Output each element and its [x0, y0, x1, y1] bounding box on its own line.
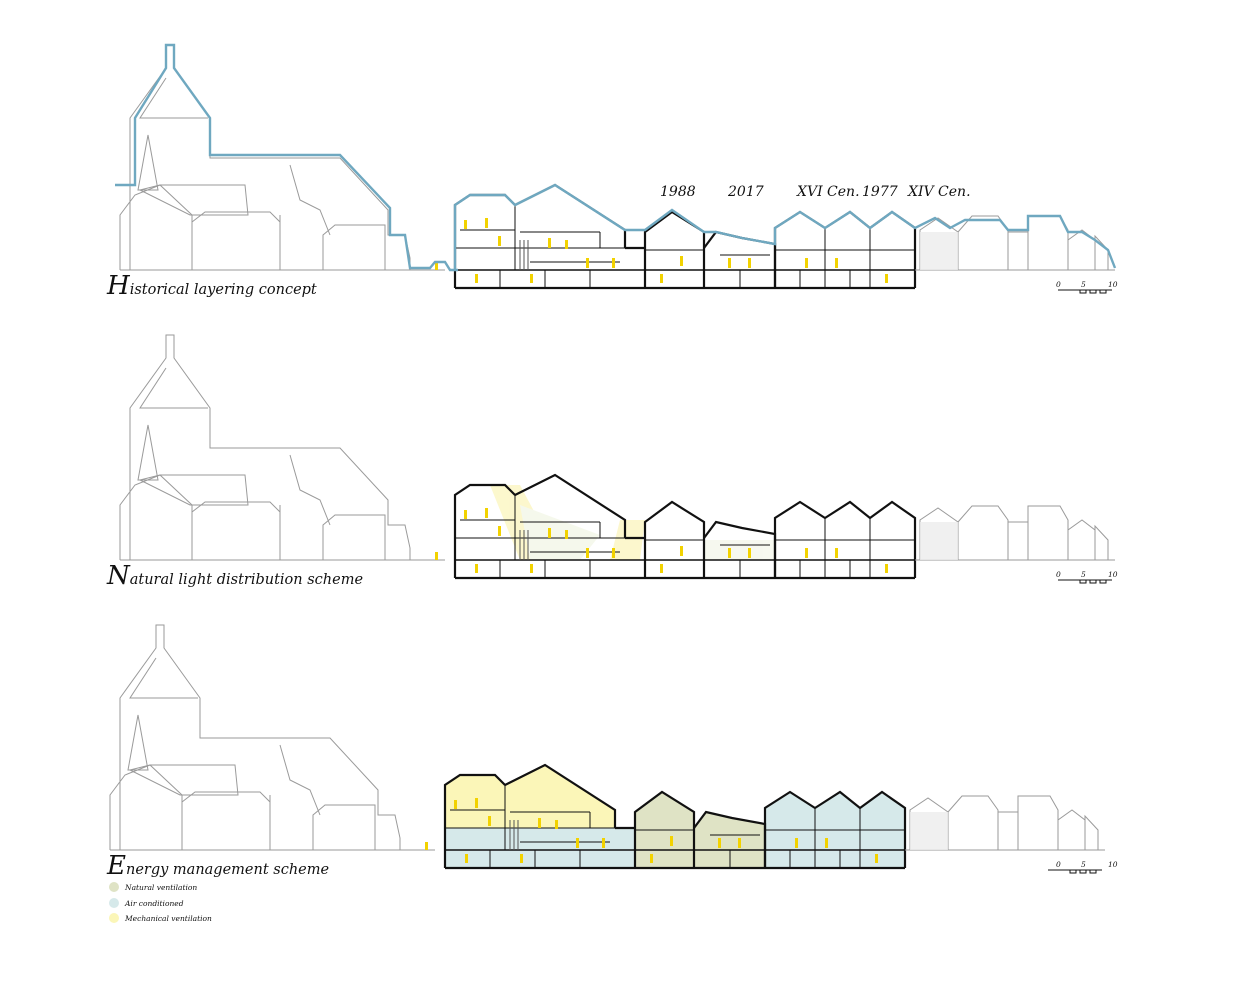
panel-natural-light: Natural light distribution scheme 0 5 10	[106, 334, 1118, 591]
scale-label-mid: 5	[1081, 280, 1086, 289]
legend-label: Natural ventilation	[124, 883, 197, 892]
era-label: XIV Cen.	[907, 184, 971, 200]
era-label: 2017	[727, 184, 764, 200]
scale-label-min: 0	[1056, 570, 1061, 579]
panel-title: Energy management scheme	[106, 851, 329, 881]
legend-label: Mechanical ventilation	[124, 914, 212, 923]
historical-outline	[115, 43, 458, 272]
panel-energy-management	[109, 624, 1106, 874]
legend-item: Air conditioned	[109, 898, 184, 908]
legend-swatch	[109, 913, 119, 923]
scale-label-min: 0	[1056, 280, 1061, 289]
scale-label-mid: 5	[1081, 570, 1086, 579]
scale-label-mid: 5	[1081, 860, 1086, 869]
era-label: 1988	[660, 184, 696, 200]
legend-item: Natural ventilation	[109, 882, 197, 892]
legend-swatch	[109, 882, 119, 892]
legend-label: Air conditioned	[124, 899, 184, 908]
scale-label-max: 10	[1108, 280, 1118, 289]
panel-title: Historical layering concept	[106, 271, 317, 301]
scale-label-max: 10	[1108, 570, 1118, 579]
scale-label-max: 10	[1108, 860, 1118, 869]
historical-outline-building	[453, 183, 1117, 270]
legend-swatch	[109, 898, 119, 908]
panel-title: Natural light distribution scheme	[106, 561, 363, 591]
scale-label-min: 0	[1056, 860, 1061, 869]
legend: Natural ventilation Air conditioned Mech…	[109, 882, 212, 923]
era-label: 1977	[862, 184, 898, 200]
panel-historical-layering: Historical layering concept 1988 2017 XV…	[106, 43, 1118, 301]
era-label: XVI Cen.	[796, 184, 860, 200]
legend-item: Mechanical ventilation	[109, 913, 212, 923]
